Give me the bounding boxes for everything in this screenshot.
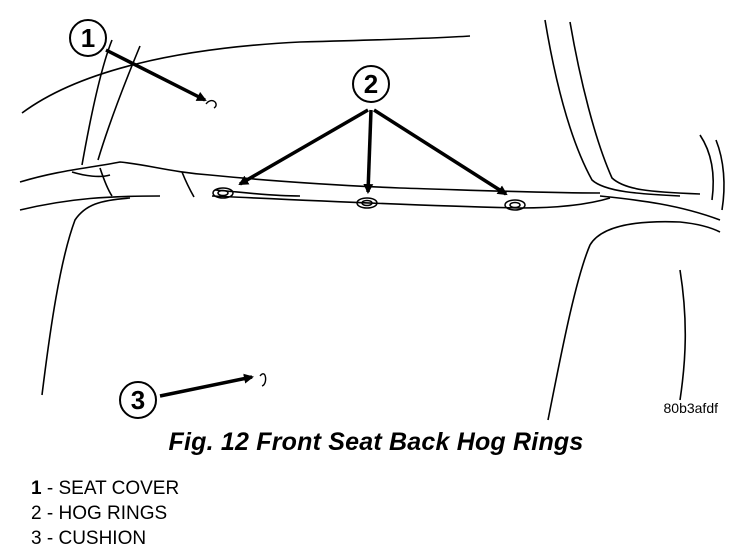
callout-3: 3 — [119, 373, 254, 419]
seat-back-diagram: 1 2 3 80b3afdf — [19, 19, 725, 421]
callout-2-arrow-left — [238, 108, 369, 186]
callout-1-arrow — [105, 48, 207, 102]
callout-2-arrow-right — [373, 108, 508, 196]
hog-ring-icon — [504, 199, 526, 211]
callout-2: 2 — [238, 65, 508, 196]
callout-3-number: 3 — [131, 385, 145, 415]
legend-item: 2 - HOG RINGS — [31, 501, 179, 526]
legend-separator: - — [41, 503, 59, 524]
legend-label: CUSHION — [58, 528, 147, 549]
legend-number: 2 — [31, 503, 42, 524]
seat-cover-target-mark — [205, 99, 217, 109]
legend-label: HOG RINGS — [58, 503, 168, 524]
legend-number: 1 — [31, 478, 42, 499]
legend: 1 - SEAT COVER 2 - HOG RINGS 3 - CUSHION — [31, 476, 179, 551]
legend-item: 1 - SEAT COVER — [31, 476, 179, 501]
hog-ring-icon — [212, 187, 234, 199]
legend-number: 3 — [31, 528, 42, 549]
hog-ring-icon — [356, 197, 378, 209]
callout-1: 1 — [69, 19, 207, 102]
cushion-outline — [41, 197, 721, 421]
legend-separator: - — [41, 478, 59, 499]
callout-3-arrow — [159, 373, 254, 398]
seat-cover-outline — [19, 19, 725, 221]
legend-label: SEAT COVER — [58, 478, 180, 499]
legend-separator: - — [41, 528, 59, 549]
figure-caption: Fig. 12 Front Seat Back Hog Rings — [168, 428, 584, 456]
callout-1-number: 1 — [81, 23, 95, 53]
callout-2-arrow-center — [363, 109, 374, 194]
image-code: 80b3afdf — [664, 400, 719, 416]
legend-item: 3 - CUSHION — [31, 526, 179, 551]
cushion-target-mark — [259, 373, 267, 387]
callout-2-number: 2 — [364, 69, 378, 99]
